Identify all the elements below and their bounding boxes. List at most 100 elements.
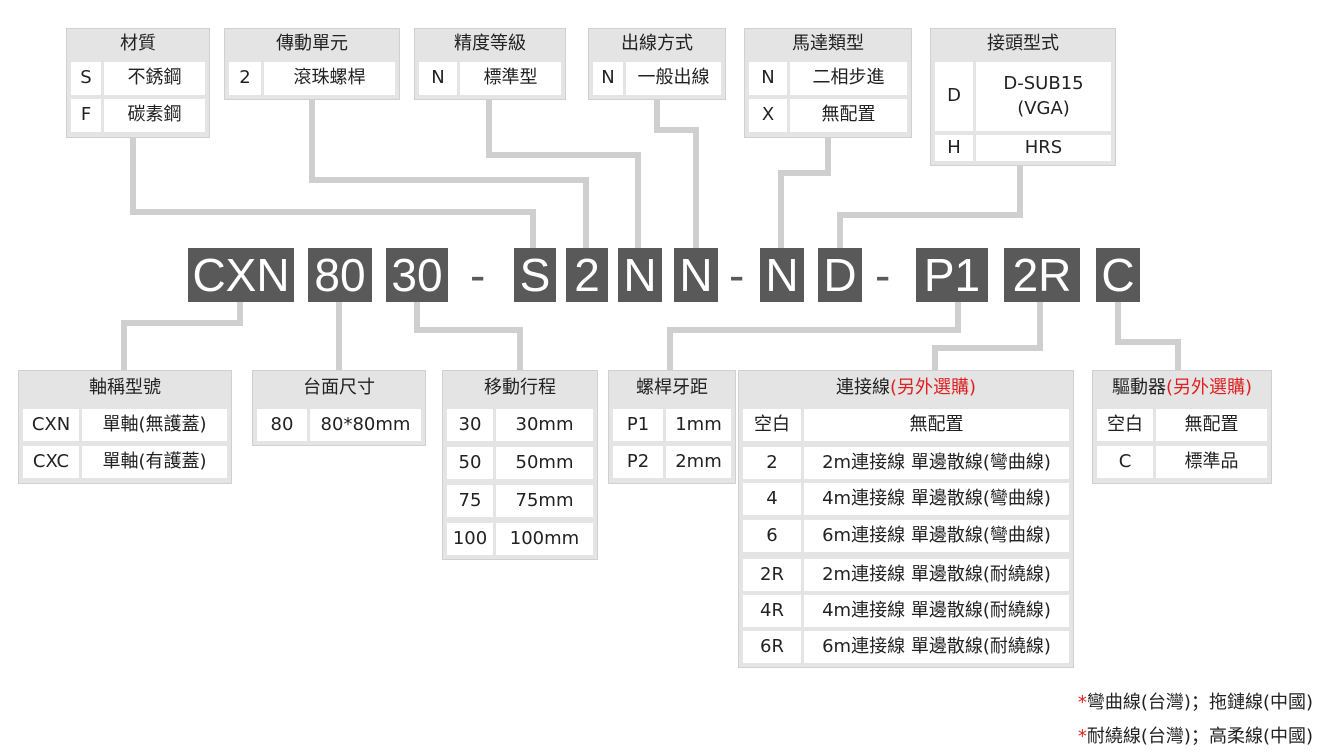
code-c: C: [1096, 248, 1140, 302]
lead-code: P2: [613, 446, 663, 478]
motor-connector: [778, 137, 831, 248]
cable-code: 2R: [743, 559, 801, 591]
stroke-code: 50: [447, 447, 493, 479]
code-2: 2: [566, 248, 608, 302]
code-n3: N: [760, 248, 804, 302]
lead-desc: 2mm: [666, 446, 731, 478]
code-s: S: [514, 248, 556, 302]
drive-connector: [309, 100, 589, 248]
table-size-code: 80: [257, 409, 307, 441]
model-code: CXC: [23, 446, 79, 478]
cable-exit-title: 出線方式: [621, 33, 693, 54]
stroke-desc: 30mm: [496, 409, 593, 441]
lead-desc: 1mm: [666, 409, 731, 441]
motor-type-box: 馬達類型 N 二相步進 X 無配置: [744, 28, 912, 138]
connector-desc: HRS: [976, 135, 1111, 161]
cable-desc: 6m連接線 單邊散線(彎曲線): [804, 520, 1069, 552]
motor-type-desc: 二相步進: [790, 62, 907, 95]
footnote-text: 彎曲線(台灣)；拖鏈線(中國): [1086, 692, 1313, 713]
table-size-title: 台面尺寸: [303, 377, 375, 398]
connector-type-box: 接頭型式 D D-SUB15 (VGA) H HRS: [930, 28, 1116, 166]
cable-desc: 4m連接線 單邊散線(耐繞線): [804, 595, 1069, 627]
lead-title: 螺桿牙距: [636, 377, 708, 398]
precision-connector: [486, 100, 641, 248]
cable-title: 連接線(另外選購): [739, 373, 1073, 403]
connector-type-title: 接頭型式: [987, 33, 1059, 54]
cable-desc: 2m連接線 單邊散線(彎曲線): [804, 447, 1069, 479]
precision-desc: 標準型: [460, 62, 561, 95]
connector-code: H: [935, 135, 973, 161]
table-size-desc: 80*80mm: [310, 409, 421, 441]
code-dash: -: [729, 249, 745, 301]
connector-desc-line: D-SUB15: [1003, 73, 1084, 95]
motor-type-desc: 無配置: [790, 99, 907, 132]
driver-connector: [1115, 302, 1181, 370]
drive-unit-title: 傳動單元: [276, 33, 348, 54]
driver-box: 驅動器(另外選購) 空白 無配置 C 標準品: [1092, 370, 1272, 484]
material-desc: 不銹鋼: [104, 62, 205, 95]
code-dash: -: [470, 249, 486, 301]
cable-code: 6R: [743, 631, 801, 663]
model-title: 軸稱型號: [89, 377, 161, 398]
driver-title-note: (另外選購): [1165, 377, 1253, 398]
cable-code: 4R: [743, 595, 801, 627]
code-n1: N: [618, 248, 662, 302]
cable-exit-connector: [654, 100, 699, 248]
material-desc: 碳素鋼: [104, 99, 205, 132]
material-title: 材質: [120, 33, 156, 54]
drive-unit-desc: 滾珠螺桿: [264, 62, 395, 95]
drive-unit-code: 2: [229, 62, 261, 95]
cable-desc: 4m連接線 單邊散線(彎曲線): [804, 483, 1069, 515]
cable-exit-box: 出線方式 N 一般出線: [588, 28, 726, 100]
connector-desc: D-SUB15 (VGA): [976, 62, 1111, 131]
stroke-code: 100: [447, 523, 493, 555]
code-cxn: CXN: [188, 248, 294, 302]
cable-box: 連接線(另外選購) 空白 無配置 2 2m連接線 單邊散線(彎曲線) 4 4m連…: [738, 370, 1074, 668]
cable-exit-code: N: [593, 62, 623, 95]
footnote-mark: *: [1077, 692, 1087, 713]
cable-code: 2: [743, 447, 801, 479]
driver-code: C: [1097, 446, 1153, 478]
cable-code: 4: [743, 483, 801, 515]
material-connector: [130, 138, 536, 248]
code-2r: 2R: [1004, 248, 1080, 302]
lead-box: 螺桿牙距 P1 1mm P2 2mm: [608, 370, 736, 484]
stroke-code: 30: [447, 409, 493, 441]
stroke-desc: 50mm: [496, 447, 593, 479]
connector-code: D: [935, 62, 973, 131]
footnote-text: 耐繞線(台灣)；高柔線(中國): [1086, 726, 1313, 747]
code-dash: -: [875, 249, 891, 301]
material-code: S: [71, 62, 101, 95]
motor-type-code: X: [749, 99, 787, 132]
cable-title-text: 連接線: [835, 377, 890, 398]
drive-unit-box: 傳動單元 2 滾珠螺桿: [224, 28, 400, 100]
model-desc: 單軸(有護蓋): [82, 446, 227, 478]
driver-title-text: 驅動器: [1111, 377, 1166, 398]
model-code: CXN: [23, 409, 79, 441]
driver-code: 空白: [1097, 409, 1153, 441]
precision-code: N: [419, 62, 457, 95]
driver-desc: 標準品: [1156, 446, 1267, 478]
stroke-desc: 75mm: [496, 485, 593, 517]
cable-desc: 2m連接線 單邊散線(耐繞線): [804, 559, 1069, 591]
footnote: *彎曲線(台灣)；拖鏈線(中國): [1078, 688, 1313, 714]
lead-code: P1: [613, 409, 663, 441]
model-desc: 單軸(無護蓋): [82, 409, 227, 441]
cable-desc: 無配置: [804, 409, 1069, 441]
motor-type-code: N: [749, 62, 787, 95]
stroke-code: 75: [447, 485, 493, 517]
cable-desc: 6m連接線 單邊散線(耐繞線): [804, 631, 1069, 663]
code-80: 80: [308, 248, 372, 302]
cable-title-note: (另外選購): [889, 377, 977, 398]
model-connector: [121, 302, 243, 370]
driver-desc: 無配置: [1156, 409, 1267, 441]
connector-desc-line: (VGA): [1017, 97, 1070, 119]
stroke-box: 移動行程 30 30mm 50 50mm 75 75mm 100 100mm: [442, 370, 598, 560]
footnote: *耐繞線(台灣)；高柔線(中國): [1078, 722, 1313, 748]
driver-title: 驅動器(另外選購): [1093, 373, 1271, 403]
code-d: D: [818, 248, 862, 302]
cable-code: 空白: [743, 409, 801, 441]
code-30: 30: [386, 248, 448, 302]
cable-connector: [932, 302, 1043, 370]
